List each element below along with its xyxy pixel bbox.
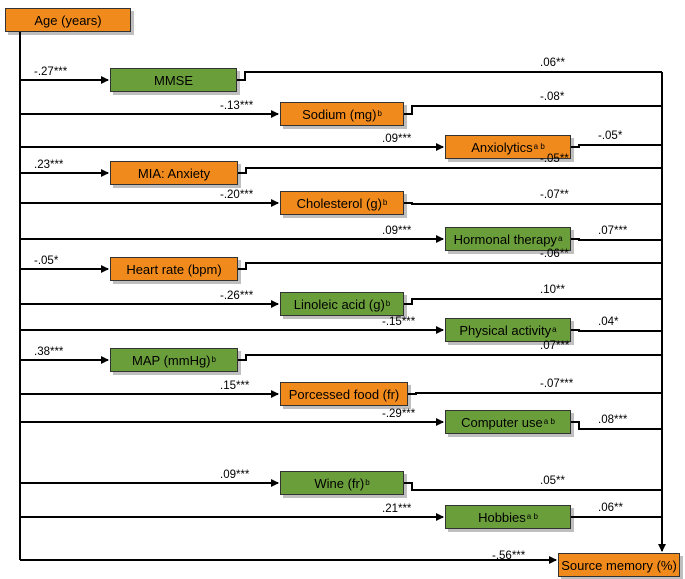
coef-out-linoleic-acid: .10** — [540, 284, 565, 296]
mediator-node-physical-activity-label: Physical activity — [459, 322, 552, 338]
mediator-node-sodium-superscript: b — [377, 108, 382, 118]
mediator-node-processed-food: Porcessed food (fr) — [280, 382, 408, 406]
coef-out-sodium: -.08* — [540, 91, 565, 103]
coef-out-map: .07*** — [540, 340, 570, 352]
path-out-line-cholesterol — [404, 202, 662, 205]
mediator-node-mmse: MMSE — [110, 68, 237, 92]
path-out-line-map — [238, 354, 662, 361]
path-out-line-computer-use — [571, 421, 662, 430]
mediator-node-hobbies-superscript: a b — [526, 511, 538, 521]
coef-out-anxiolytics: -.05* — [598, 130, 623, 142]
path-out-line-hormonal-therapy — [571, 238, 662, 241]
coef-in-physical-activity: -.15*** — [382, 316, 416, 328]
mediator-node-mia-anxiety: MIA: Anxiety — [110, 161, 238, 185]
path-out-line-anxiolytics — [571, 144, 662, 148]
coef-out-heart-rate: -.06** — [540, 248, 569, 260]
target-node-source-memory: Source memory (%) — [558, 553, 680, 577]
path-out-line-physical-activity — [571, 329, 662, 332]
coef-out-mia-anxiety: -.05** — [540, 153, 569, 165]
mediator-node-linoleic-acid-superscript: b — [385, 298, 391, 308]
path-out-line-wine — [404, 482, 662, 491]
mediator-node-heart-rate-label: Heart rate (bpm) — [126, 261, 222, 277]
mediator-node-physical-activity-superscript: a — [552, 324, 557, 334]
mediator-node-linoleic-acid: Linoleic acid (g)b — [280, 292, 404, 316]
mediator-node-processed-food-label: Porcessed food (fr) — [288, 386, 400, 402]
coef-in-mmse: -.27*** — [34, 66, 68, 78]
mediator-node-wine-label: Wine (fr) — [314, 475, 365, 491]
coef-in-wine: .09*** — [220, 469, 250, 481]
coef-out-hormonal-therapy: .07*** — [598, 225, 628, 237]
mediator-node-computer-use-superscript: a b — [543, 416, 555, 426]
coef-in-computer-use: -.29*** — [382, 408, 416, 420]
coef-in-mia-anxiety: .23*** — [34, 159, 64, 171]
mediator-node-cholesterol: Cholesterol (g)b — [280, 191, 404, 215]
source-node-age-label: Age (years) — [34, 12, 102, 28]
mediator-node-linoleic-acid-label: Linoleic acid (g) — [293, 296, 385, 312]
coef-in-sodium: -.13*** — [220, 100, 254, 112]
coef-out-physical-activity: .04* — [598, 316, 619, 328]
mediator-node-cholesterol-superscript: b — [382, 197, 388, 207]
mediator-node-anxiolytics-label: Anxiolytics — [471, 139, 533, 155]
coef-in-anxiolytics: .09*** — [382, 133, 412, 145]
mediator-node-anxiolytics-superscript: a b — [533, 141, 545, 151]
mediator-node-sodium: Sodium (mg)b — [280, 102, 404, 126]
mediator-node-wine-superscript: b — [365, 477, 370, 487]
coef-out-mmse: .06** — [540, 57, 565, 69]
mediator-node-computer-use-label: Computer use — [461, 414, 543, 430]
mediator-node-cholesterol-label: Cholesterol (g) — [296, 195, 382, 211]
coef-in-linoleic-acid: -.26*** — [220, 290, 254, 302]
mediator-node-map-superscript: b — [211, 354, 216, 364]
path-out-line-heart-rate — [238, 262, 662, 270]
mediator-node-mia-anxiety-label: MIA: Anxiety — [137, 165, 211, 181]
direct-path-coefficient: -.56*** — [492, 550, 526, 562]
coef-in-cholesterol: -.20*** — [220, 189, 254, 201]
path-out-line-mmse — [237, 71, 662, 81]
mediator-node-wine: Wine (fr)b — [280, 471, 404, 495]
coef-out-computer-use: .08*** — [598, 414, 628, 426]
mediator-node-sodium-label: Sodium (mg) — [302, 106, 377, 122]
mediator-node-map-label: MAP (mmHg) — [132, 352, 211, 368]
path-out-line-mia-anxiety — [238, 167, 662, 174]
coef-out-processed-food: -.07*** — [540, 378, 574, 390]
coef-in-processed-food: .15*** — [220, 380, 250, 392]
path-out-line-processed-food — [408, 392, 662, 395]
coef-out-cholesterol: -.07** — [540, 189, 569, 201]
coef-in-map: .38*** — [34, 346, 64, 358]
mediator-node-hormonal-therapy-label: Hormonal therapy — [453, 231, 557, 247]
path-out-line-linoleic-acid — [404, 298, 662, 305]
coef-in-hobbies: .21*** — [382, 503, 412, 515]
coef-in-heart-rate: -.05* — [34, 255, 59, 267]
path-out-line-sodium — [404, 105, 662, 115]
coef-in-hormonal-therapy: .09*** — [382, 225, 412, 237]
mediator-node-heart-rate: Heart rate (bpm) — [110, 257, 238, 281]
coef-out-wine: .05** — [540, 475, 565, 487]
coef-out-hobbies: .06** — [598, 502, 623, 514]
source-node-age: Age (years) — [5, 8, 131, 32]
mediator-node-hobbies-label: Hobbies — [478, 509, 526, 525]
mediator-node-hormonal-therapy-superscript: a — [557, 233, 563, 243]
mediator-node-mmse-label: MMSE — [154, 72, 193, 88]
mediator-node-map: MAP (mmHg)b — [110, 348, 238, 372]
target-node-source-memory-label: Source memory (%) — [561, 557, 677, 573]
